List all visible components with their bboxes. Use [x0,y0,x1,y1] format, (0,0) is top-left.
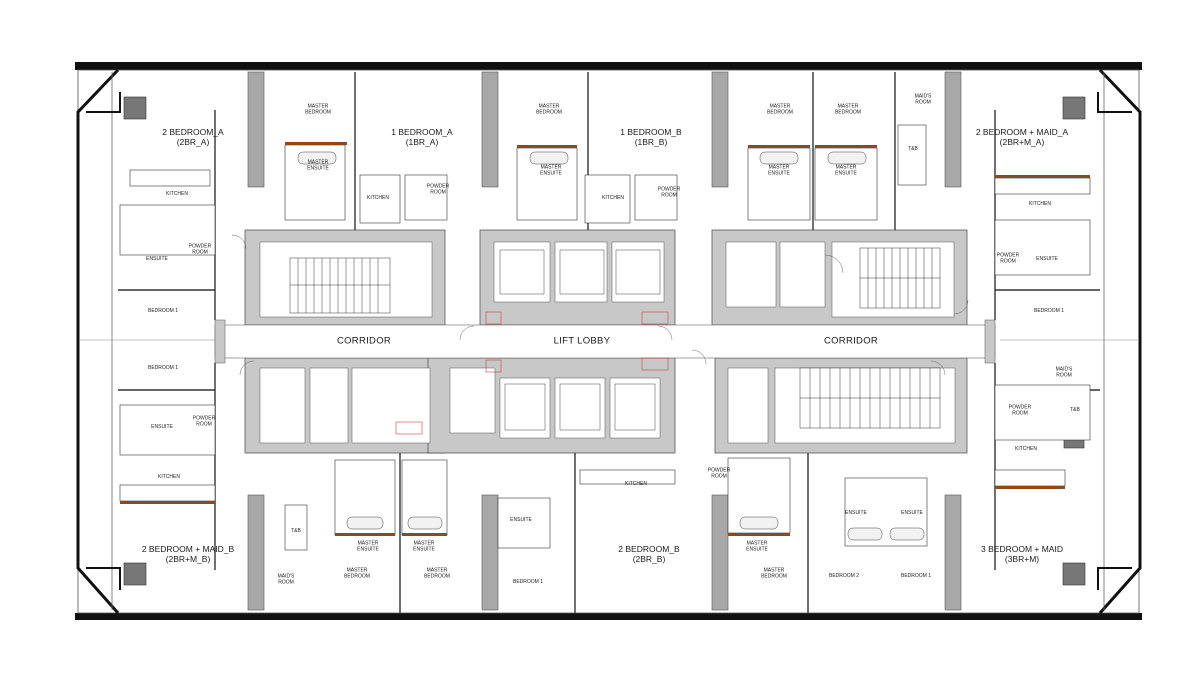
room-label-powder-room: POWDER ROOM [657,186,681,198]
room-label-master-bedroom: MASTER BEDROOM [767,103,793,115]
corridor [214,319,996,364]
room-label-master-bedroom: MASTER BEDROOM [424,567,450,579]
room-label-master-ensuite: MASTER ENSUITE [746,540,768,552]
unit-name: 2 BEDROOM + MAID_A [975,127,1069,138]
unit-code: (2BR+M_B) [165,554,211,564]
room-label-ensuite: ENSUITE [845,510,867,517]
unit-code: (1BR_A) [405,137,439,147]
lift-cars [499,249,661,431]
unit-2br-maid-b-label: 2 BEDROOM + MAID_B (2BR+M_B) [141,544,235,565]
unit-code: (2BR+M_A) [999,137,1045,147]
room-label-master-bedroom: MASTER BEDROOM [835,103,861,115]
unit-1br-b-label: 1 BEDROOM_B (1BR_B) [620,127,682,148]
room-label-maids-room: MAID'S ROOM [1055,366,1073,378]
room-label-kitchen: KITCHEN [625,481,647,488]
core-voids [259,241,956,444]
unit-3br-maid-label: 3 BEDROOM + MAID (3BR+M) [981,544,1063,565]
room-label-master-ensuite: MASTER ENSUITE [540,164,562,176]
party-walls [118,72,1100,613]
room-label-kitchen: KITCHEN [367,195,389,202]
corridor-right-label: CORRIDOR [823,335,879,347]
room-label-powder-room: POWDER ROOM [707,467,731,479]
room-label-master-ensuite: MASTER ENSUITE [357,540,379,552]
room-label-master-bedroom: MASTER BEDROOM [761,567,787,579]
room-label-kitchen: KITCHEN [1015,446,1037,453]
room-label-master-bedroom: MASTER BEDROOM [305,103,331,115]
unit-2br-b-label: 2 BEDROOM_B (2BR_B) [618,544,680,565]
unit-code: (2BR_A) [176,137,210,147]
unit-2br-maid-a-label: 2 BEDROOM + MAID_A (2BR+M_A) [975,127,1069,148]
room-label-master-bedroom: MASTER BEDROOM [344,567,370,579]
corridor-left-label: CORRIDOR [336,335,392,347]
room-label-master-bedroom: MASTER BEDROOM [536,103,562,115]
unit-1br-a-label: 1 BEDROOM_A (1BR_A) [391,127,453,148]
lift-lobby-label: LIFT LOBBY [553,335,611,347]
room-label-powder-room: POWDER ROOM [192,415,216,427]
unit-code: (2BR_B) [632,554,666,564]
room-label-tsb: T&B [291,528,301,535]
room-label-tsb: T&B [1070,407,1080,414]
room-label-powder-room: POWDER ROOM [996,252,1020,264]
room-label-ensuite: ENSUITE [901,510,923,517]
room-label-ensuite: ENSUITE [151,424,173,431]
unit-2br-a-label: 2 BEDROOM_A (2BR_A) [162,127,224,148]
stair-treads [289,247,941,429]
room-label-master-ensuite: MASTER ENSUITE [413,540,435,552]
fire-door-markers [395,311,669,435]
joinery-fixtures [119,124,1091,551]
unit-name: 2 BEDROOM_A [162,127,224,138]
room-label-ensuite: ENSUITE [1036,256,1058,263]
room-label-kitchen: KITCHEN [1029,201,1051,208]
unit-name: 1 BEDROOM_A [391,127,453,138]
room-label-maids-room: MAID'S ROOM [914,93,932,105]
bathtubs [297,151,925,541]
unit-name: 2 BEDROOM + MAID_B [141,544,235,555]
room-label-bedroom-1: BEDROOM 1 [147,365,179,372]
building-envelope [75,62,1142,620]
room-label-kitchen: KITCHEN [166,191,188,198]
unit-code: (1BR_B) [634,137,668,147]
room-label-master-ensuite: MASTER ENSUITE [307,159,329,171]
blade-columns [247,71,962,611]
room-label-master-ensuite: MASTER ENSUITE [768,164,790,176]
unit-name: 1 BEDROOM_B [620,127,682,138]
room-label-tsb: T&B [908,146,918,153]
unit-name: 3 BEDROOM + MAID [981,544,1063,555]
room-label-bedroom-1: BEDROOM 1 [147,308,179,315]
room-label-bedroom-1: BEDROOM 1 [512,579,544,586]
room-label-bedroom-2: BEDROOM 2 [828,573,860,580]
room-label-master-ensuite: MASTER ENSUITE [835,164,857,176]
room-label-kitchen: KITCHEN [158,474,180,481]
room-label-ensuite: ENSUITE [146,256,168,263]
room-label-powder-room: POWDER ROOM [426,183,450,195]
room-label-powder-room: POWDER ROOM [188,243,212,255]
room-label-bedroom-1: BEDROOM 1 [1033,308,1065,315]
door-swings [231,234,969,376]
room-label-kitchen: KITCHEN [602,195,624,202]
room-label-powder-room: POWDER ROOM [1008,404,1032,416]
timber-strips [120,142,1090,536]
unit-name: 2 BEDROOM_B [618,544,680,555]
room-label-ensuite: ENSUITE [510,517,532,524]
unit-code: (3BR+M) [1004,554,1040,564]
room-label-maids-room: MAID'S ROOM [277,573,295,585]
room-label-bedroom-1: BEDROOM 1 [900,573,932,580]
